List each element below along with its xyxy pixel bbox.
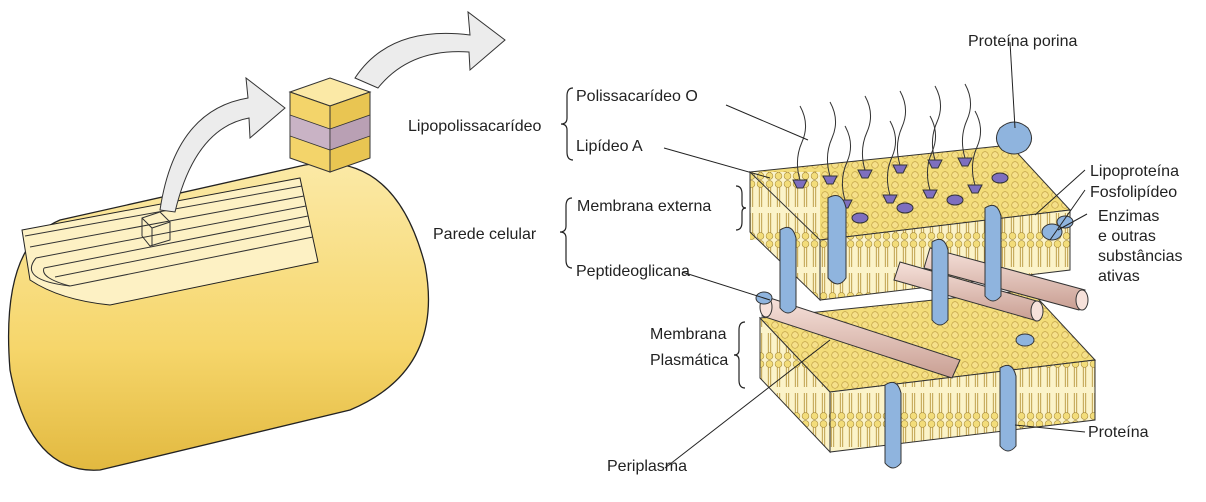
label-membrana: Membrana xyxy=(650,326,726,344)
label-parede-celular: Parede celular xyxy=(433,226,536,244)
label-polissacarideo-o: Polissacarídeo O xyxy=(576,88,698,106)
label-ativas: ativas xyxy=(1098,268,1140,286)
label-lipideo-a: Lipídeo A xyxy=(576,138,643,156)
brace-outer-membrane xyxy=(736,186,746,230)
layer-cube xyxy=(290,78,370,172)
brace-plasma-membrane xyxy=(734,322,745,388)
label-proteina: Proteína xyxy=(1088,424,1148,442)
brace-lps xyxy=(561,88,573,160)
arrow-cube-to-detail xyxy=(355,12,505,88)
label-fosfolipideo: Fosfolipídeo xyxy=(1090,184,1177,202)
label-plasmatica: Plasmática xyxy=(650,352,728,370)
label-proteina-porina: Proteína porina xyxy=(968,33,1077,51)
bacterium-cell xyxy=(9,163,429,470)
porin-protein xyxy=(996,122,1031,154)
brace-cell-wall xyxy=(560,198,572,268)
label-e-outras: e outras xyxy=(1098,228,1156,246)
label-enzimas: Enzimas xyxy=(1098,208,1159,226)
label-lipopolissacarideo: Lipopolissacarídeo xyxy=(408,118,541,136)
label-membrana-externa: Membrana externa xyxy=(577,198,711,216)
label-substancias: substâncias xyxy=(1098,248,1183,266)
label-periplasma: Periplasma xyxy=(607,458,687,476)
label-peptideoglicana: Peptideoglicana xyxy=(576,263,690,281)
label-lipoproteina: Lipoproteína xyxy=(1090,163,1179,181)
